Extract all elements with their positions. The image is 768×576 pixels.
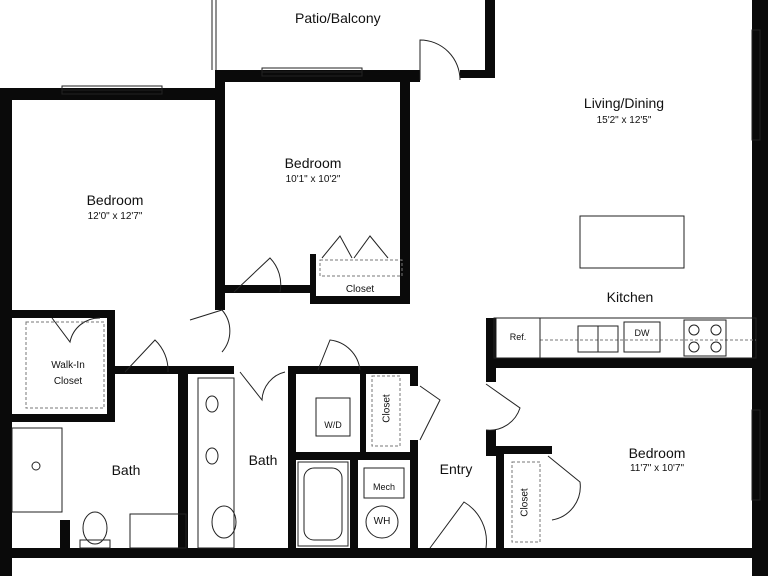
bedroom-c-label: Bedroom (628, 445, 686, 461)
ref-label: Ref. (509, 332, 527, 342)
doors (51, 39, 581, 549)
kitchen-label: Kitchen (606, 289, 654, 305)
walkin-label-2: Closet (53, 376, 83, 387)
living-label: Living/Dining (583, 95, 665, 111)
dw-label: DW (634, 328, 650, 338)
bath-1-label: Bath (111, 462, 141, 478)
living-size: 15'2" x 12'5" (596, 115, 652, 126)
bath-2-label: Bath (248, 452, 278, 468)
bedroom-b-size: 10'1" x 10'2" (285, 174, 341, 185)
bedroom-a-size: 12'0" x 12'7" (87, 211, 143, 222)
kitchen-counter (493, 215, 757, 359)
patio-label: Patio/Balcony (295, 10, 381, 26)
walkin-label-1: Walk-In (51, 360, 85, 371)
bedroom-a-label: Bedroom (86, 192, 144, 208)
mech-label: Mech (372, 482, 395, 492)
closet-b-label: Closet (345, 284, 375, 295)
windows (61, 0, 761, 501)
bedroom-b-label: Bedroom (284, 155, 342, 171)
entry-label: Entry (439, 461, 473, 477)
bedroom-c-size: 11'7" x 10'7" (629, 463, 685, 474)
closet-c-label: Closet (519, 488, 531, 517)
wd-label: W/D (324, 420, 342, 430)
bath-fixtures (11, 377, 405, 549)
closet-hall-label: Closet (381, 394, 393, 423)
wh-label: WH (373, 516, 391, 527)
closet-outlines (25, 259, 541, 543)
